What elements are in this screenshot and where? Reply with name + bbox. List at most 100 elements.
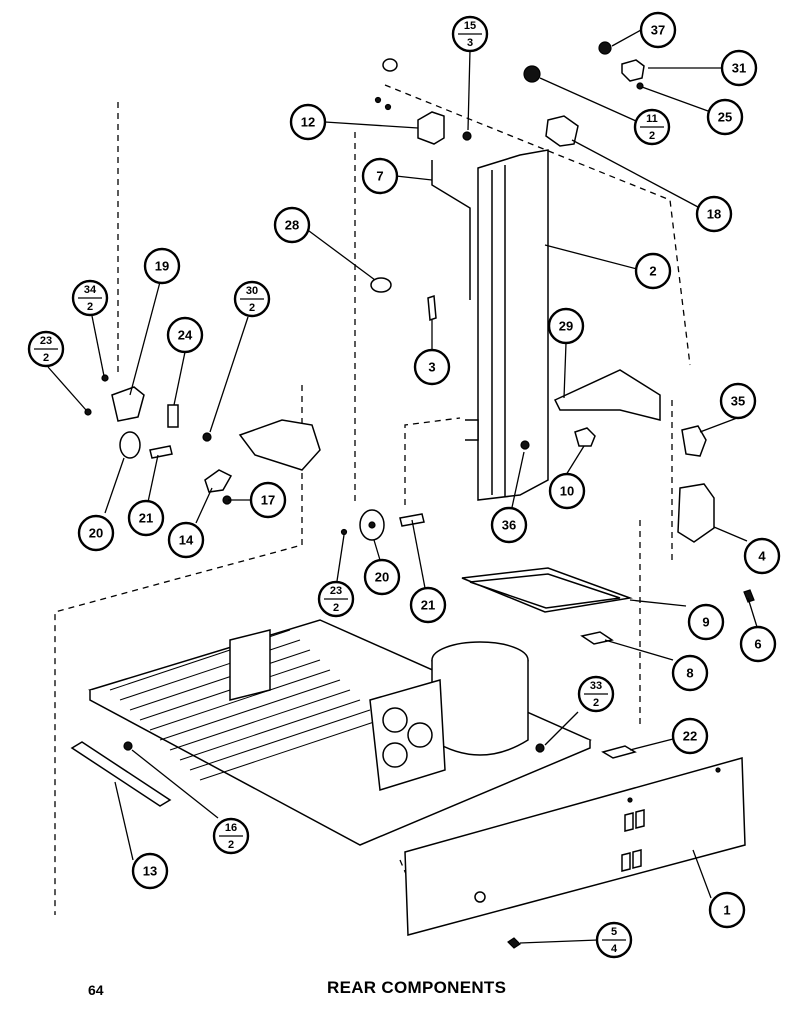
nut-part-37 [598,41,612,55]
callout-24: 24 [166,316,204,354]
svg-text:2: 2 [87,301,93,313]
callout-33-2: 332 [577,675,615,713]
svg-text:14: 14 [179,533,194,548]
bracket-part-19 [111,386,145,422]
callout-21a: 21 [127,499,165,537]
callout-2: 2 [634,252,672,290]
grommet-part [382,58,398,72]
svg-text:31: 31 [732,61,746,76]
grommet-part-20a [119,431,141,459]
plug-part-28 [370,277,392,293]
svg-text:4: 4 [758,549,766,564]
callout-5-4: 54 [595,921,633,959]
svg-text:19: 19 [155,259,169,274]
svg-text:23: 23 [330,585,342,597]
svg-text:35: 35 [731,394,745,409]
callout-34-2: 342 [71,279,109,317]
svg-text:3: 3 [467,37,473,49]
callout-3: 3 [413,348,451,386]
svg-text:17: 17 [261,493,275,508]
clip-part-18 [545,115,579,147]
svg-text:25: 25 [718,110,732,125]
relay-part-4 [677,483,715,543]
svg-text:2: 2 [249,302,255,314]
svg-text:18: 18 [707,207,721,222]
callout-35: 35 [719,382,757,420]
svg-text:8: 8 [686,666,693,681]
callout-4: 4 [743,537,781,575]
screw-part-21a [149,445,173,459]
svg-text:36: 36 [502,518,516,533]
valve-part-31 [621,59,645,82]
bracket-part-29 [553,369,661,421]
svg-text:20: 20 [89,526,103,541]
svg-text:22: 22 [683,729,697,744]
callout-18: 18 [695,195,733,233]
callout-11-2: 112 [633,108,671,146]
callout-36: 36 [490,506,528,544]
callout-10: 10 [548,472,586,510]
callout-30-2: 302 [233,280,271,318]
clip-part-14 [204,469,233,493]
callout-15-3: 153 [451,15,489,53]
svg-text:12: 12 [301,115,315,130]
svg-text:9: 9 [702,615,709,630]
callout-13: 13 [131,852,169,890]
parts-art [70,41,755,949]
svg-text:10: 10 [560,484,574,499]
svg-text:33: 33 [590,680,602,692]
bracket-part-12 [417,111,445,145]
tag-part-22 [601,745,637,759]
svg-text:16: 16 [225,822,237,834]
callout-25: 25 [706,98,744,136]
callout-6: 6 [739,625,777,663]
callout-21b: 21 [409,586,447,624]
callout-31: 31 [720,49,758,87]
callout-7: 7 [361,157,399,195]
fan-bracket-part [229,629,271,701]
callout-12: 12 [289,103,327,141]
rail-part-13 [70,741,172,807]
svg-text:20: 20 [375,570,389,585]
svg-text:4: 4 [611,943,618,955]
svg-text:29: 29 [559,319,573,334]
screw-part-24 [167,404,179,428]
callout-37: 37 [639,11,677,49]
svg-text:3: 3 [428,360,435,375]
screw-part-3 [427,294,437,322]
svg-text:2: 2 [649,264,656,279]
grommet-part-10 [574,427,596,447]
svg-text:2: 2 [228,839,234,851]
shroud-part [238,419,321,471]
callout-23-2a: 232 [27,330,65,368]
svg-text:23: 23 [40,335,52,347]
svg-text:13: 13 [143,864,157,879]
svg-text:28: 28 [285,218,299,233]
svg-text:2: 2 [649,130,655,142]
nut-part-11 [523,65,541,83]
callout-23-2b: 232 [317,580,355,618]
svg-text:2: 2 [593,697,599,709]
svg-text:30: 30 [246,285,258,297]
svg-text:34: 34 [84,284,97,296]
svg-text:2: 2 [333,602,339,614]
svg-text:24: 24 [178,328,193,343]
diagram-title: REAR COMPONENTS [327,978,507,997]
clip-part-8 [580,631,614,645]
svg-text:15: 15 [464,20,476,32]
relay-part-35 [681,425,707,457]
callout-20b: 20 [363,558,401,596]
callout-8: 8 [671,654,709,692]
callout-14: 14 [167,521,205,559]
svg-text:7: 7 [376,169,383,184]
screw-part-6 [743,589,755,603]
callout-9: 9 [687,603,725,641]
callout-22: 22 [671,717,709,755]
rear-panel-part-1 [404,757,746,936]
svg-text:11: 11 [646,113,658,125]
svg-text:21: 21 [421,598,435,613]
svg-text:1: 1 [723,903,730,918]
svg-text:5: 5 [611,926,617,938]
svg-text:6: 6 [754,637,761,652]
